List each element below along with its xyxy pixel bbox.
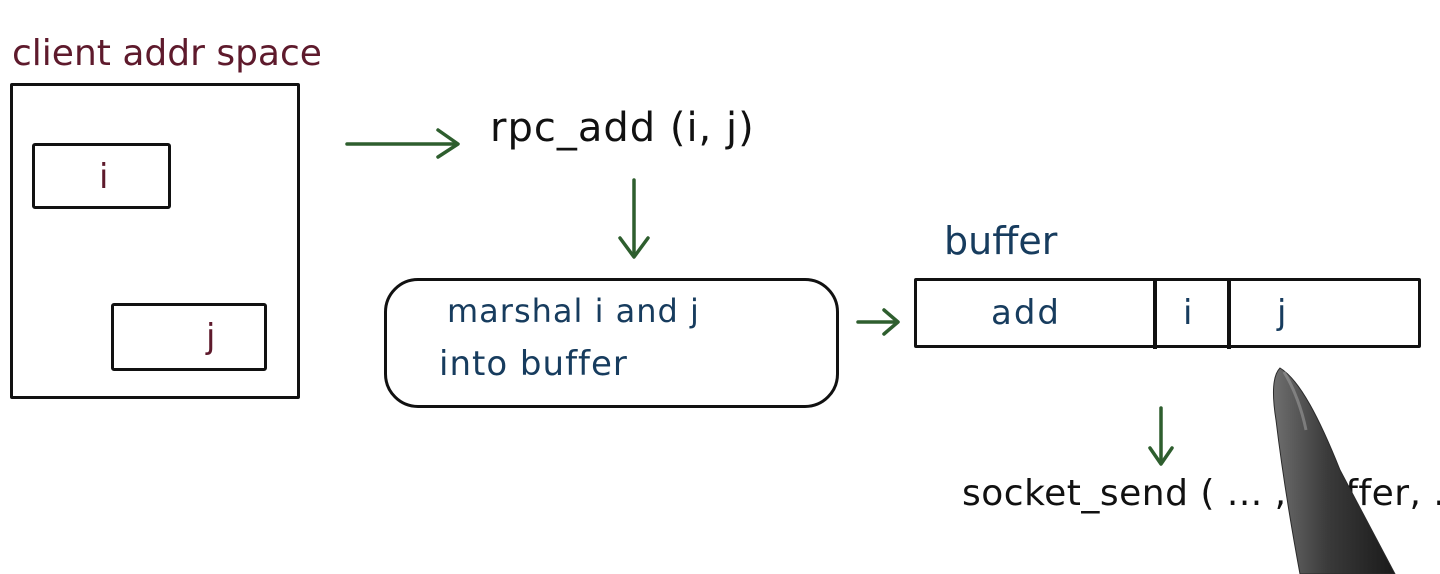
rpc-add-call: rpc_add (i, j) (490, 105, 755, 151)
buffer-cell-i: i (1183, 293, 1193, 333)
arrow-to-rpc-call (345, 128, 460, 159)
client-addr-space-box (10, 83, 300, 399)
buffer-cell-divider-1 (1153, 279, 1157, 349)
buffer-cell-divider-2 (1227, 279, 1231, 349)
arrow-to-buffer (856, 308, 900, 336)
var-j-label: j (206, 317, 216, 357)
var-j-box: j (111, 303, 267, 371)
var-i-label: i (99, 157, 109, 197)
socket-send-call: socket_send ( ... , buffer, ...) (962, 473, 1440, 514)
arrow-to-marshal (618, 178, 650, 259)
pen-tip-icon (1272, 367, 1396, 574)
buffer-cell-j: j (1277, 293, 1287, 333)
var-i-box: i (32, 143, 171, 209)
buffer-label: buffer (944, 219, 1058, 263)
marshal-step-box: marshal i and j into buffer (384, 278, 839, 408)
arrow-to-socket-send (1148, 406, 1174, 466)
buffer-cell-add: add (991, 293, 1061, 333)
client-addr-space-title: client addr space (12, 33, 322, 74)
marshal-line-1: marshal i and j (447, 292, 700, 330)
marshal-line-2: into buffer (439, 344, 628, 384)
buffer-box: add i j (914, 278, 1421, 349)
